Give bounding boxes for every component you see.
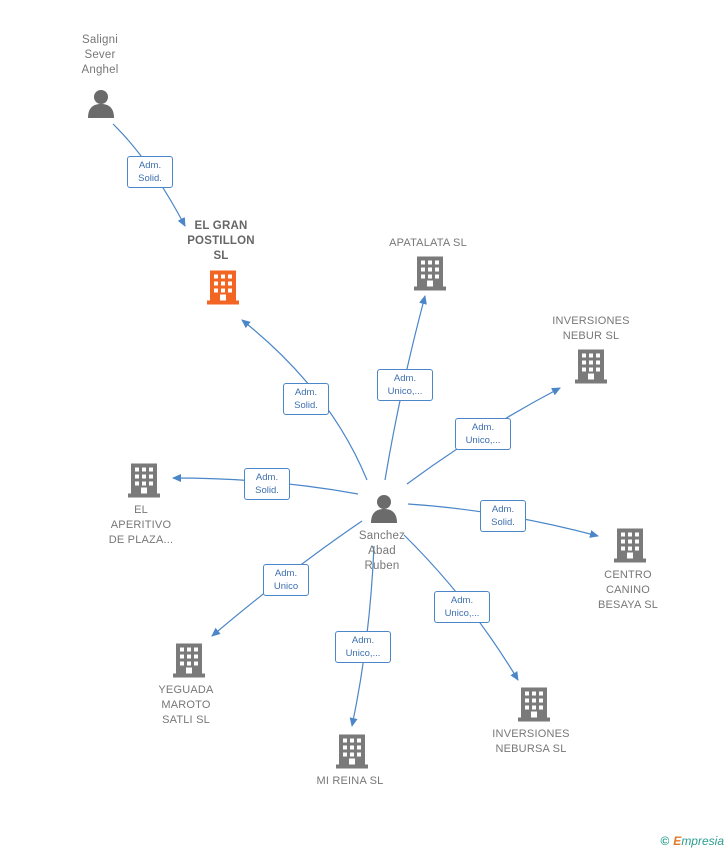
el-aperitivo-building-icon[interactable] bbox=[128, 463, 160, 498]
edge-label-sanchez-aperitivo: Adm. Solid. bbox=[244, 468, 290, 500]
apatalata-building-icon[interactable] bbox=[414, 256, 446, 291]
node-label-centro-canino[interactable]: CENTRO CANINO BESAYA SL bbox=[597, 569, 659, 611]
inversiones-nebursa-building-icon[interactable] bbox=[518, 687, 550, 722]
edge-label-sanchez-yeguada: Adm. Unico bbox=[263, 564, 309, 596]
sanchez-person-icon[interactable] bbox=[371, 495, 397, 523]
node-label-mi-reina[interactable]: MI REINA SL bbox=[316, 775, 384, 787]
centro-canino-building-icon[interactable] bbox=[614, 528, 646, 563]
node-label-el-gran-postillon[interactable]: EL GRAN POSTILLON SL bbox=[187, 220, 255, 262]
saligni-person-icon[interactable] bbox=[88, 90, 114, 118]
node-label-yeguada[interactable]: YEGUADA MAROTO SATLI SL bbox=[158, 684, 214, 726]
edge-label-sanchez-nebursa: Adm. Unico,... bbox=[434, 591, 490, 623]
node-label-sanchez[interactable]: Sanchez Abad Ruben bbox=[358, 530, 406, 572]
footer-brand: ©Empresia bbox=[660, 834, 724, 848]
node-label-inversiones-nebursa[interactable]: INVERSIONES NEBURSA SL bbox=[492, 728, 570, 755]
edge-label-sanchez-nebur: Adm. Unico,... bbox=[455, 418, 511, 450]
yeguada-building-icon[interactable] bbox=[173, 643, 205, 678]
brand-logo[interactable]: Empresia bbox=[673, 834, 724, 848]
node-label-apatalata[interactable]: APATALATA SL bbox=[389, 237, 467, 249]
edge-label-saligni-postillon: Adm. Solid. bbox=[127, 156, 173, 188]
edge-label-sanchez-centro: Adm. Solid. bbox=[480, 500, 526, 532]
el-gran-postillon-building-icon[interactable] bbox=[207, 270, 239, 305]
edge-label-sanchez-mireina: Adm. Unico,... bbox=[335, 631, 391, 663]
node-label-el-aperitivo[interactable]: EL APERITIVO DE PLAZA... bbox=[108, 504, 174, 546]
node-label-saligni[interactable]: Saligni Sever Anghel bbox=[81, 34, 119, 76]
brand-name: mpresia bbox=[681, 834, 724, 848]
edge-label-sanchez-postillon: Adm. Solid. bbox=[283, 383, 329, 415]
brand-initial: E bbox=[673, 834, 682, 848]
copyright-icon: © bbox=[660, 834, 670, 848]
node-label-inversiones-nebur[interactable]: INVERSIONES NEBUR SL bbox=[552, 315, 630, 342]
edge-label-sanchez-apatalata: Adm. Unico,... bbox=[377, 369, 433, 401]
inversiones-nebur-building-icon[interactable] bbox=[575, 349, 607, 384]
mi-reina-building-icon[interactable] bbox=[336, 734, 368, 769]
